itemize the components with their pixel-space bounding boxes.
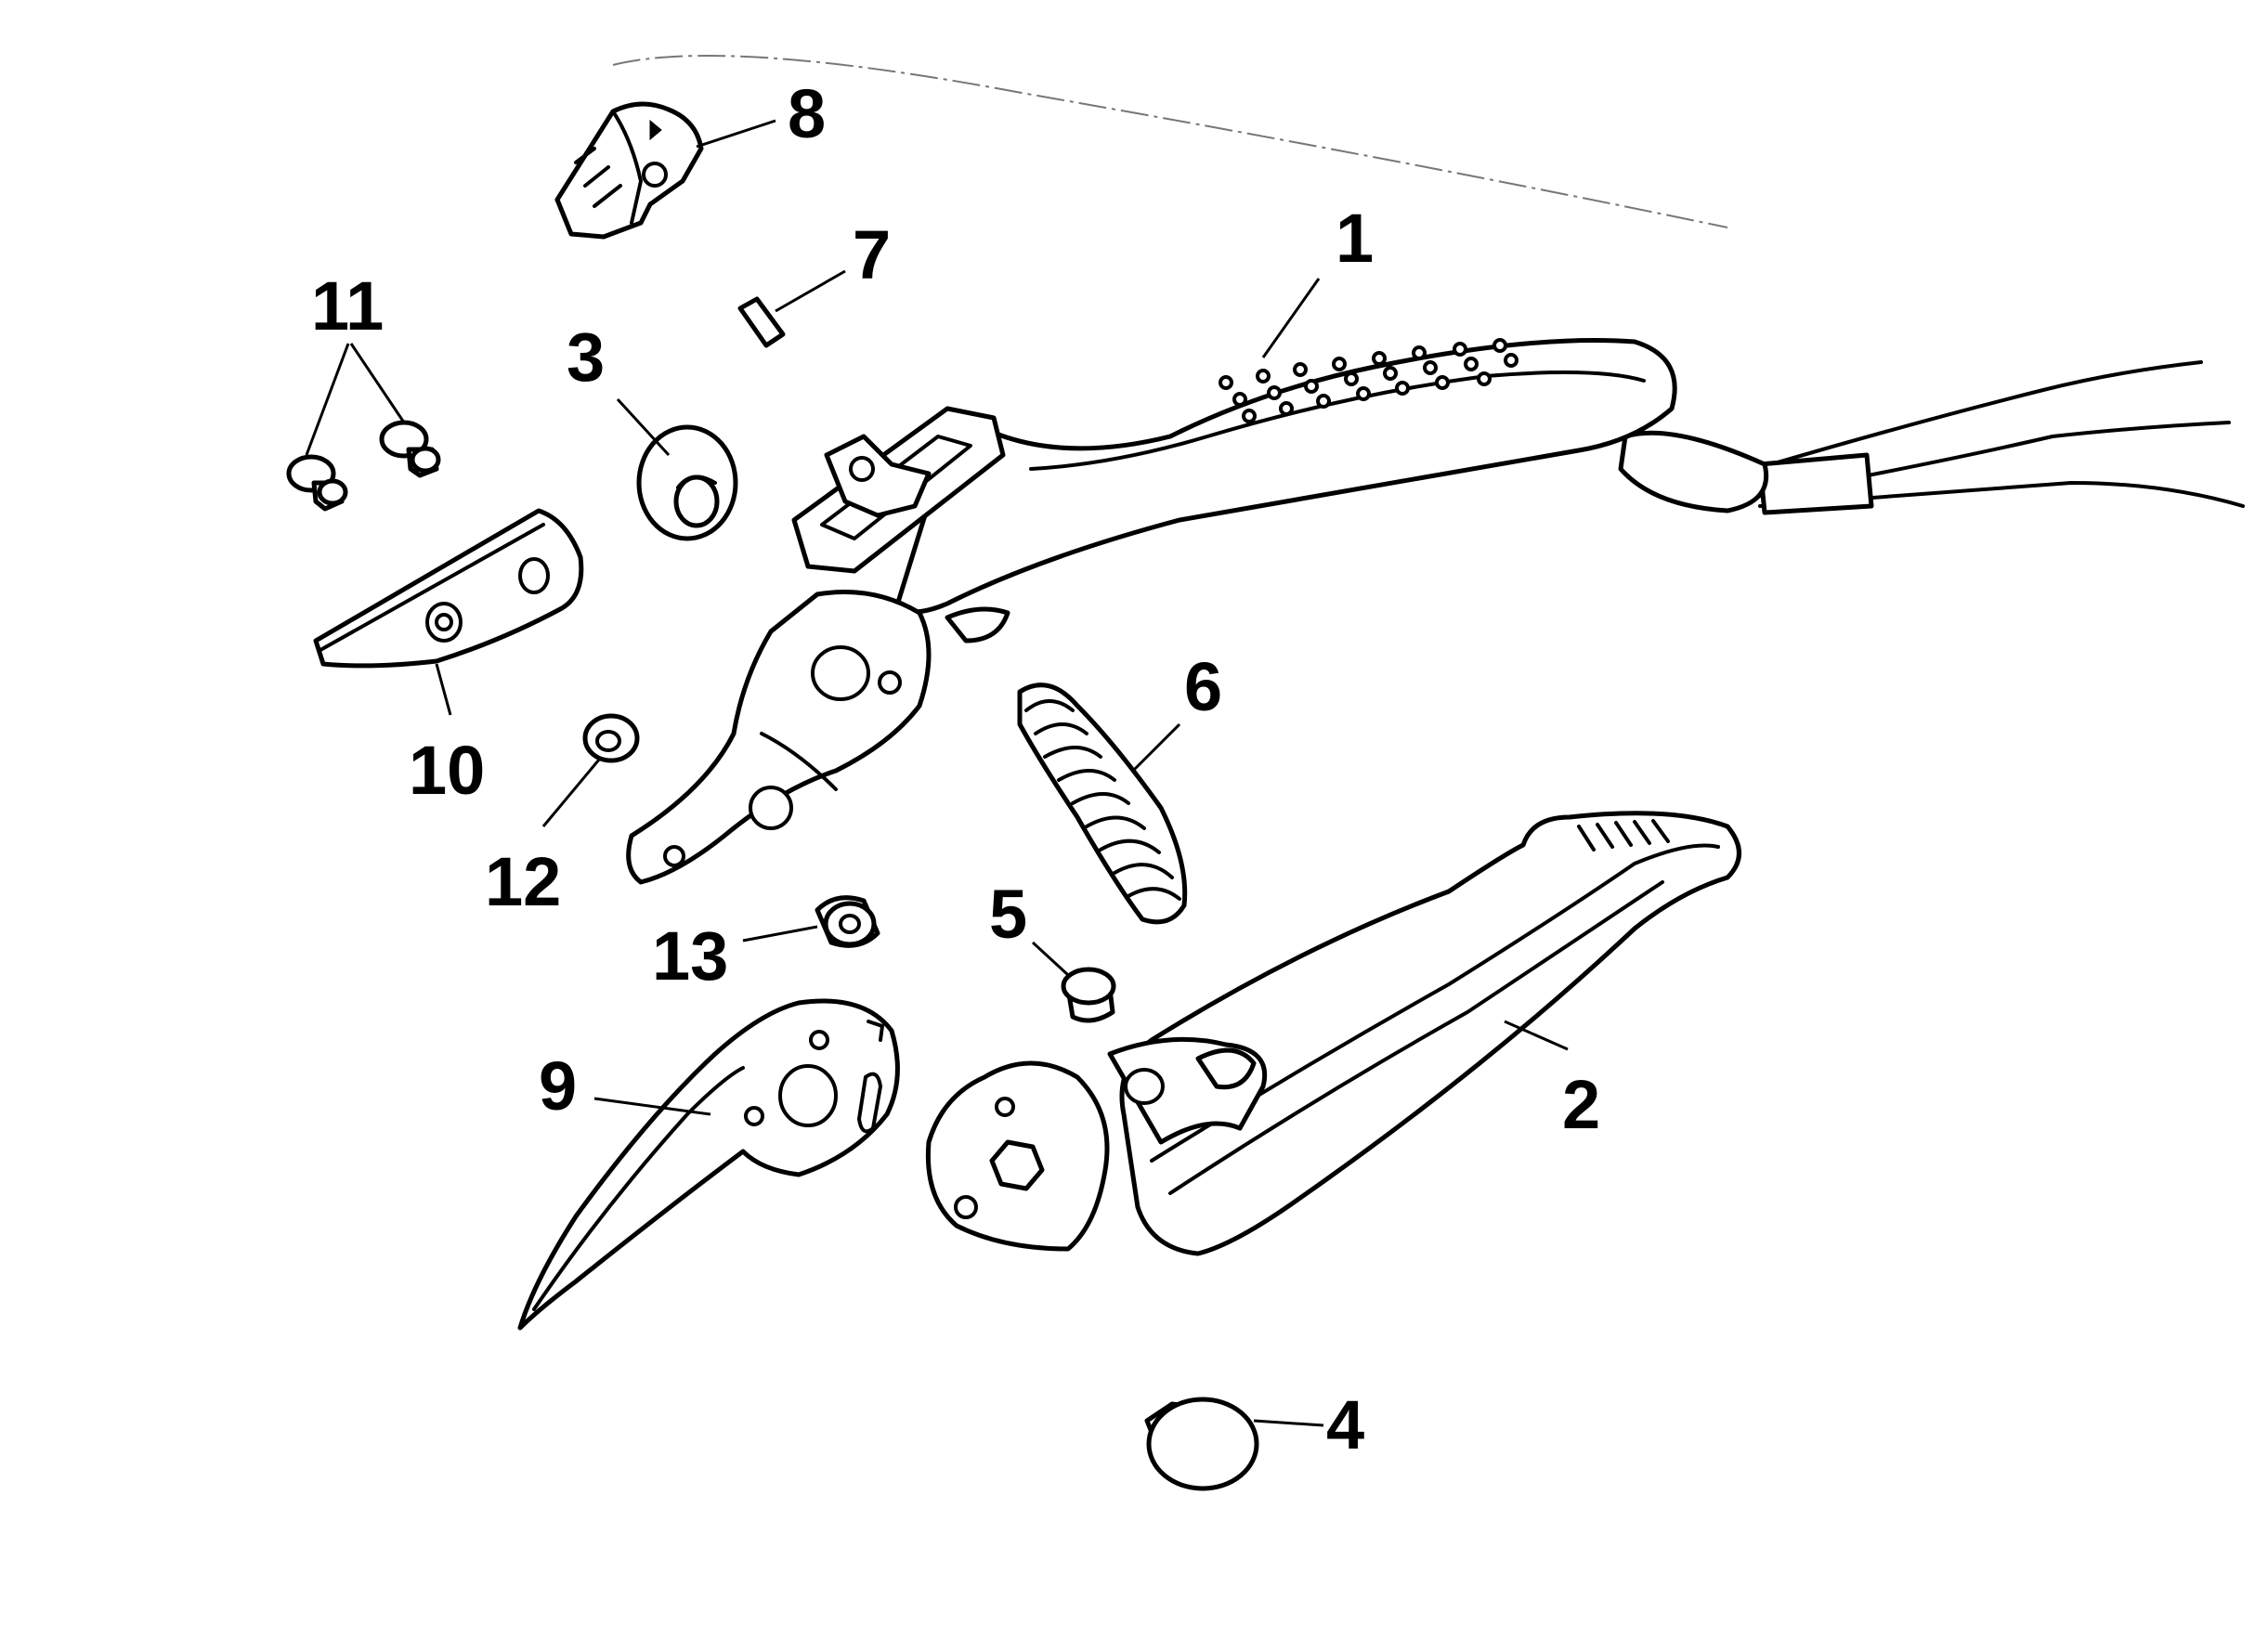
jaw-plate-small-hole [878, 670, 902, 695]
grip-dots [1219, 338, 1519, 423]
callout-5: 5 [989, 876, 1027, 953]
leader-11a [305, 343, 350, 456]
blade-slot [856, 1072, 883, 1134]
callout-8: 8 [788, 75, 826, 152]
leader-9 [593, 1097, 711, 1116]
lock-symbol [649, 119, 662, 141]
blade-notch [867, 1020, 884, 1042]
jaw-plate-bottom-hole [749, 786, 793, 830]
blade-hole-left [744, 1106, 764, 1126]
hex-nut-recess [989, 1139, 1045, 1191]
leader-11b [349, 343, 406, 423]
pin-part [737, 296, 786, 348]
upper-handle-part [626, 338, 2245, 885]
bolt-part [636, 424, 738, 541]
leader-12 [541, 759, 601, 827]
lock-knob-body [554, 101, 704, 240]
anvil-strip-hole-inner [435, 613, 453, 631]
upper-jaw-plate-edge [760, 732, 838, 791]
lower-handle-clip [1195, 1047, 1257, 1090]
callout-11: 11 [311, 267, 384, 344]
callout-4: 4 [1326, 1386, 1364, 1463]
callout-3: 3 [567, 318, 605, 396]
grip-ribs [1577, 819, 1670, 852]
pivot-hole [811, 645, 870, 701]
anvil-strip-hole-right [518, 557, 550, 594]
blade-edge-line [532, 1066, 745, 1311]
cable [1753, 360, 2203, 471]
anvil-strip-bevel [319, 523, 545, 652]
lower-handle-socket [1124, 1068, 1165, 1105]
pin-body [737, 296, 786, 348]
callout-1: 1 [1336, 200, 1374, 277]
leader-13 [742, 925, 818, 942]
callout-12: 12 [485, 843, 561, 920]
leader-5 [1031, 941, 1070, 977]
bolt-shank-side [676, 474, 717, 489]
callout-7: 7 [853, 216, 891, 293]
cable-sleeve [1757, 452, 1874, 515]
leader-lines [305, 119, 1569, 1427]
lock-knob-hole [642, 162, 668, 188]
nut-12-part [582, 713, 640, 763]
lower-handle-part [925, 811, 1741, 1256]
cap-nut-dome [1146, 1397, 1259, 1491]
leader-2 [1504, 1020, 1569, 1051]
cable-loop [1618, 430, 1769, 514]
anvil-strip-body [313, 508, 584, 669]
anvil-hole-lower [954, 1195, 978, 1219]
callout-10: 10 [409, 732, 485, 809]
plug-part [1061, 967, 1116, 1023]
leader-1 [1261, 278, 1321, 358]
jaw-plate-tip-hole [663, 845, 685, 867]
callout-6: 6 [1184, 648, 1222, 725]
lower-handle-inner-line [1150, 843, 1720, 1163]
bushing-part [815, 895, 880, 948]
callout-13: 13 [652, 917, 728, 994]
lower-handle-inner-line-2 [1168, 880, 1664, 1195]
handle-spring-seat [945, 606, 1010, 644]
callout-9: 9 [539, 1047, 577, 1124]
blade-hole-upper [809, 1030, 829, 1050]
cap-nut-part [1144, 1397, 1259, 1491]
upper-jaw-plate [626, 590, 932, 885]
leader-4 [1253, 1419, 1324, 1427]
callout-2: 2 [1562, 1066, 1600, 1143]
lock-knob-part [554, 101, 704, 240]
lock-lever-pin [849, 456, 875, 482]
upper-handle-inner-line [1029, 370, 1646, 471]
blade-part [517, 998, 900, 1331]
leader-10 [435, 663, 452, 716]
callout-labels: 1 2 3 4 5 6 7 8 9 10 11 12 13 [311, 75, 1600, 1463]
anvil-strip-part [313, 508, 584, 669]
upper-handle-body [893, 338, 1677, 615]
leader-6 [1131, 722, 1181, 773]
leader-3 [616, 397, 671, 457]
leader-8 [696, 119, 776, 149]
spring-body [1017, 682, 1188, 925]
spring-part [1017, 682, 1188, 925]
background-arc-line [612, 55, 1728, 228]
leader-7 [775, 269, 846, 313]
anvil-hole-upper [995, 1097, 1015, 1117]
lock-knob-face [611, 110, 643, 225]
lock-lever [824, 434, 932, 518]
blade-pivot-hole [778, 1064, 838, 1127]
screws-part [286, 420, 441, 512]
plug-top [1061, 967, 1116, 1006]
